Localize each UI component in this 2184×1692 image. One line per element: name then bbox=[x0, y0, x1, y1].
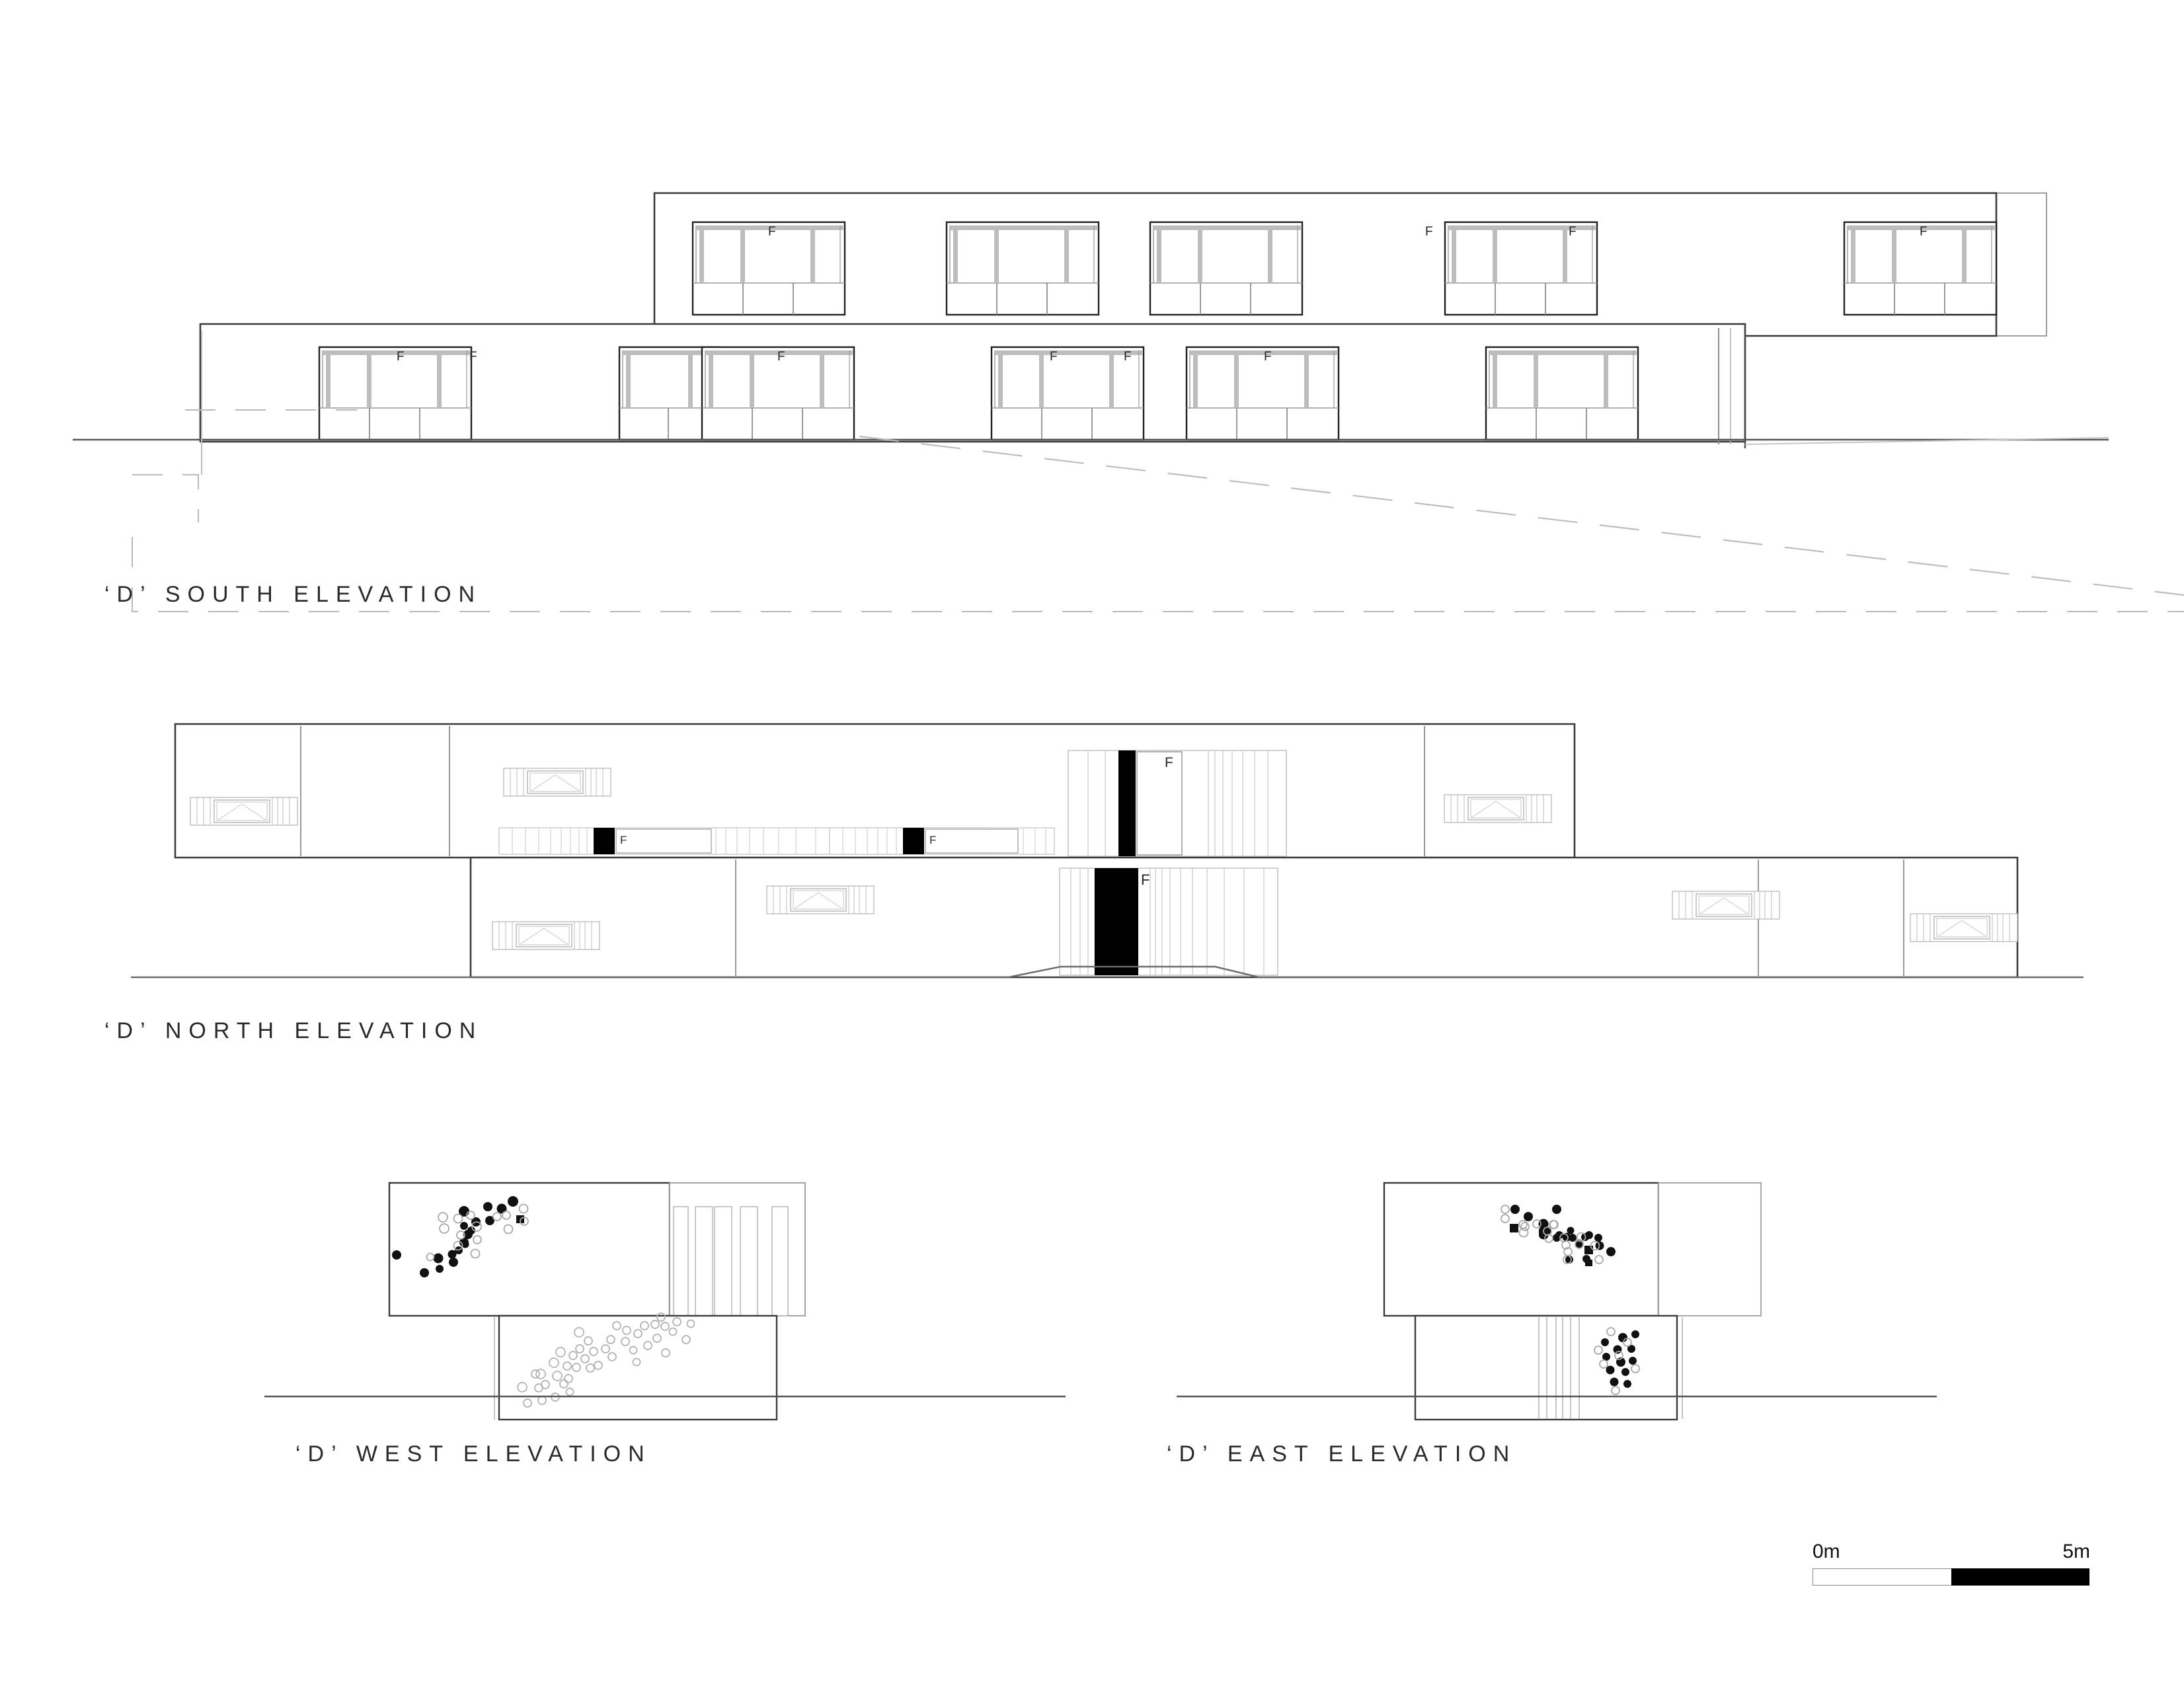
window-tag-F: F bbox=[1920, 225, 1928, 239]
window-tag-F: F bbox=[1264, 350, 1272, 364]
window-tag-F: F bbox=[1050, 350, 1058, 364]
north-upper-joints bbox=[300, 726, 1425, 856]
south-slope-dashed bbox=[859, 435, 2184, 596]
south-window-tags: F F F F F F F F F F bbox=[397, 225, 1928, 364]
east-lower-speckle bbox=[1594, 1327, 1640, 1395]
north-louvre-strip-2: F bbox=[829, 827, 1055, 855]
window-tag-F: F bbox=[768, 225, 776, 239]
scale-bar: 0m 5m bbox=[1813, 1541, 2090, 1591]
east-upper-speckle bbox=[1501, 1205, 1616, 1266]
caption-east-elevation: ‘D’ EAST ELEVATION bbox=[1167, 1441, 1517, 1467]
west-lower-speckle bbox=[517, 1312, 695, 1408]
scale-end-label: 5m bbox=[2062, 1541, 2090, 1562]
window-tag-F: F bbox=[1425, 225, 1433, 239]
door-tag-F: F bbox=[1141, 871, 1150, 888]
north-elevation-drawing: F F bbox=[131, 723, 2084, 979]
window-tag-F: F bbox=[1569, 225, 1577, 239]
window-tag-F: F bbox=[777, 350, 785, 364]
west-upper-speckle bbox=[392, 1196, 529, 1277]
east-louvre-lines bbox=[1538, 1317, 1580, 1419]
window-tag-F: F bbox=[1124, 350, 1132, 364]
door-tag-F: F bbox=[620, 834, 627, 846]
scale-start-label: 0m bbox=[1813, 1541, 1840, 1562]
west-elevation-drawing bbox=[264, 1182, 1066, 1421]
north-entrance-lower: F bbox=[1059, 867, 1278, 976]
door-tag-F: F bbox=[929, 834, 936, 846]
scale-bar-filled-segment bbox=[1951, 1568, 2089, 1586]
south-elevation-drawing: F F F F F F F F F F bbox=[73, 192, 2184, 612]
window-tag-F: F bbox=[469, 350, 477, 364]
door-tag-F: F bbox=[1165, 755, 1173, 770]
north-ground-line bbox=[131, 965, 2084, 979]
caption-south-elevation: ‘D’ SOUTH ELEVATION bbox=[104, 582, 483, 607]
caption-north-elevation: ‘D’ NORTH ELEVATION bbox=[104, 1018, 483, 1043]
north-entrance-upper: F bbox=[1068, 750, 1287, 857]
caption-west-elevation: ‘D’ WEST ELEVATION bbox=[295, 1441, 652, 1467]
east-elevation-drawing bbox=[1177, 1182, 1937, 1421]
window-tag-F: F bbox=[397, 350, 405, 364]
west-fin-panel bbox=[669, 1182, 806, 1316]
south-buried-outline bbox=[132, 409, 2184, 612]
